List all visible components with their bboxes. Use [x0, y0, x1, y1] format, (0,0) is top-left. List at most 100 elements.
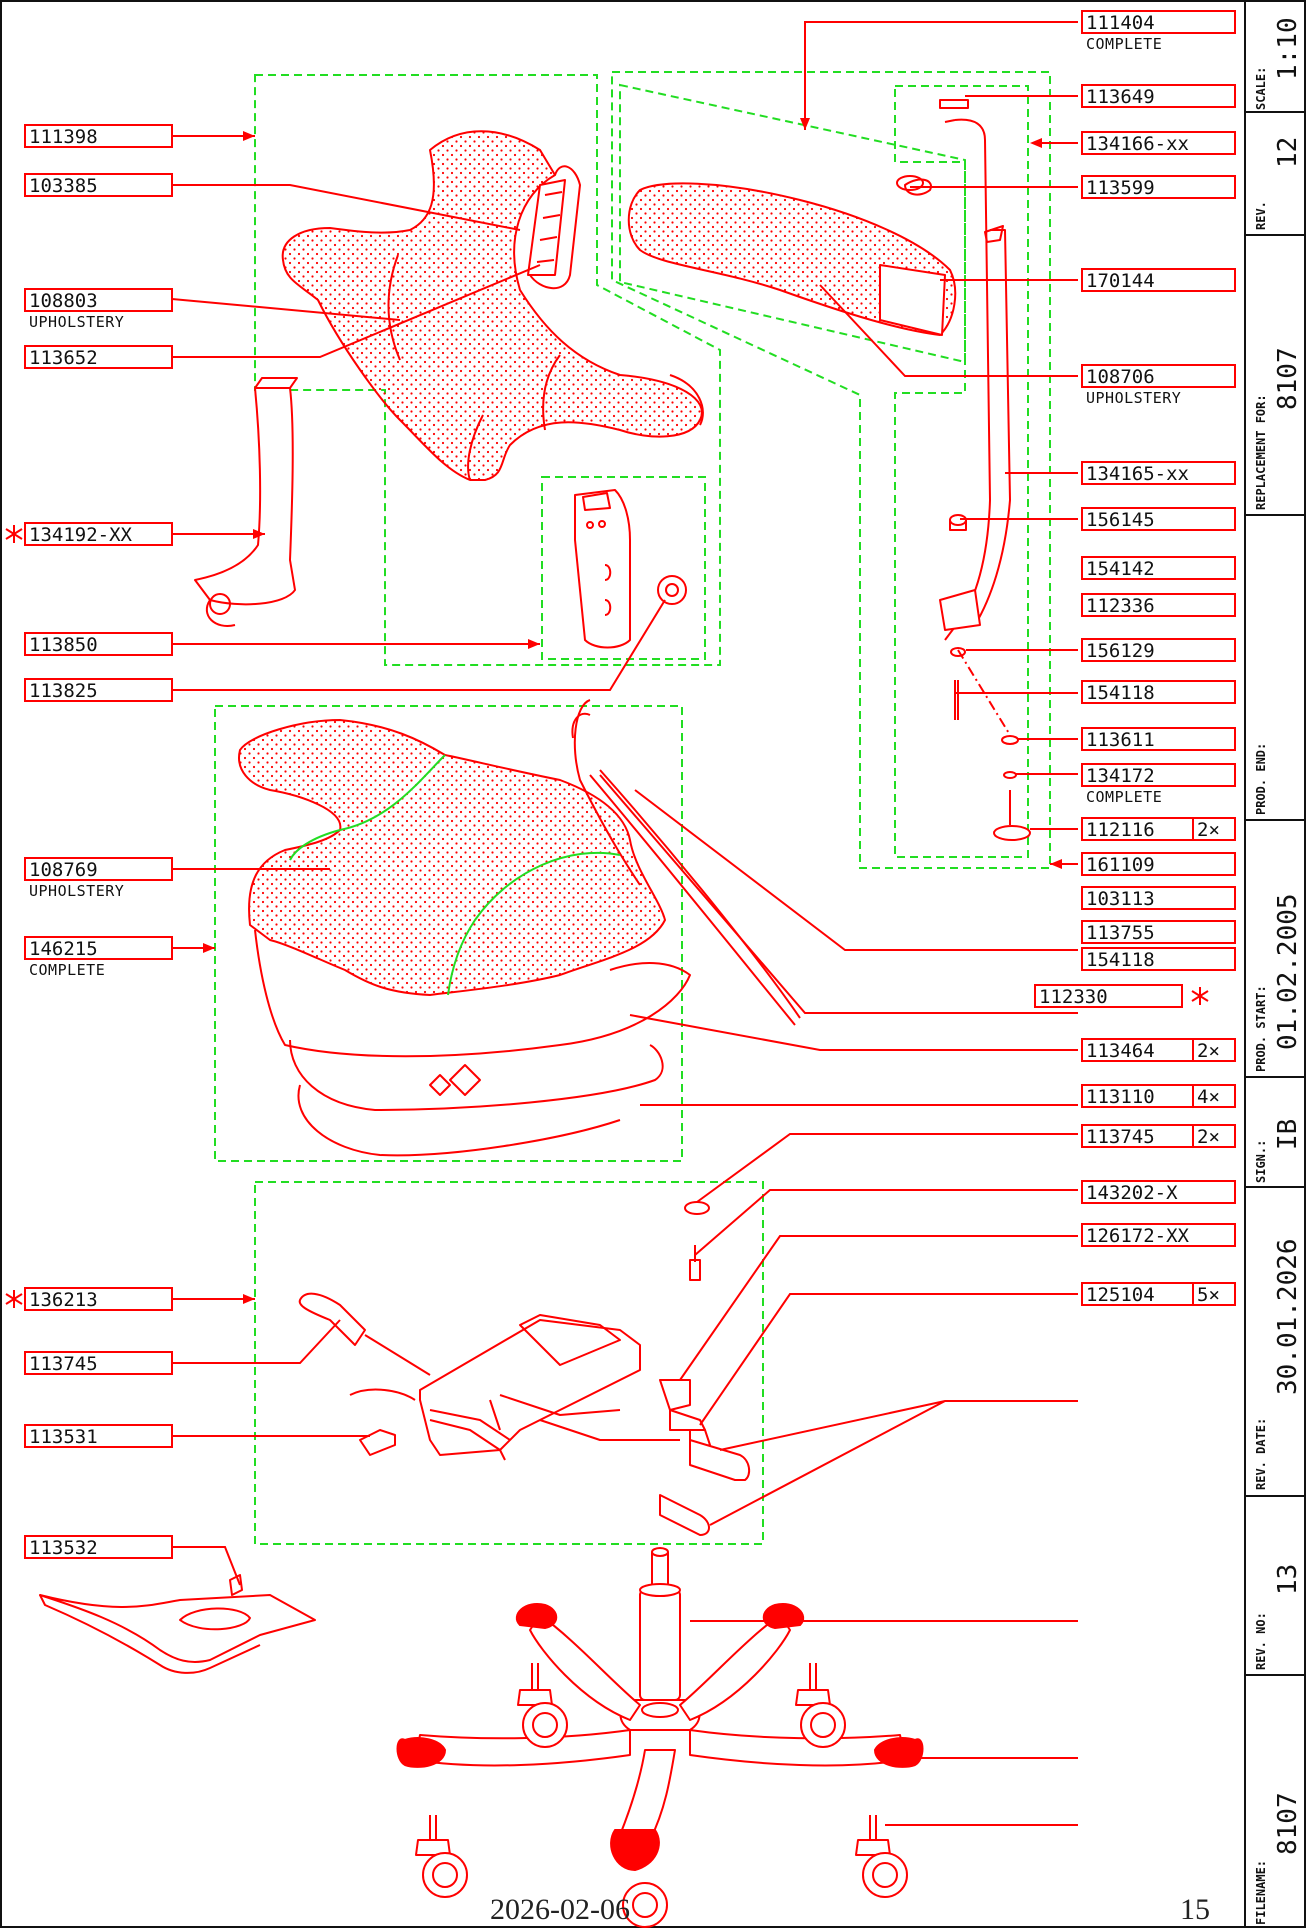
- leader-lines: [171, 21, 1078, 1826]
- group-boxes: [214, 71, 1051, 1545]
- callout-right-170144: 170144: [1081, 268, 1236, 292]
- callout-box: [24, 936, 173, 960]
- backrest-illustration: [281, 130, 704, 481]
- callout-box: [1081, 680, 1236, 704]
- tb-rev-date-label: REV. DATE:: [1254, 1418, 1268, 1490]
- callout-subtitle: COMPLETE: [1086, 35, 1162, 53]
- callout-part-number: 113532: [29, 1537, 98, 1559]
- callout-part-number: 134165-xx: [1086, 463, 1189, 485]
- callout-box: [1081, 364, 1236, 388]
- tb-filename-label: FILENAME:: [1254, 1860, 1268, 1925]
- svg-text:REPLACEMENT FOR:: REPLACEMENT FOR:: [1254, 394, 1268, 510]
- callout-right-154118: 154118: [1081, 680, 1236, 704]
- asterisk-icon: [5, 525, 23, 543]
- callout-box: [1081, 727, 1236, 751]
- callout-quantity: 2×: [1197, 1040, 1220, 1062]
- arm-post-illustration: [939, 99, 1031, 841]
- callout-part-number: 113599: [1086, 177, 1155, 199]
- callout-part-number: 108706: [1086, 366, 1155, 388]
- callout-right-134166-xx: 134166-xx: [1081, 131, 1236, 155]
- callout-part-number: 112330: [1039, 986, 1108, 1008]
- tb-sign-label: SIGN.:: [1254, 1140, 1268, 1183]
- callout-part-number: 134166-xx: [1086, 133, 1189, 155]
- svg-text:8107: 8107: [1273, 347, 1303, 410]
- seat-zip-lines: [289, 754, 621, 996]
- caster-front-right: [795, 1663, 846, 1748]
- callout-part-number: 170144: [1086, 270, 1155, 292]
- callout-box: [24, 522, 173, 546]
- callout-box: [1081, 947, 1236, 971]
- svg-text:SIGN.:: SIGN.:: [1254, 1140, 1268, 1183]
- callout-part-number: 126172-XX: [1086, 1225, 1190, 1247]
- asterisk-icon: [1191, 987, 1209, 1005]
- tb-sign-value: IB: [1273, 1119, 1303, 1150]
- callout-part-number: 113110: [1086, 1086, 1155, 1108]
- callout-subtitle: UPHOLSTERY: [29, 882, 124, 900]
- callout-box: [1081, 556, 1236, 580]
- callout-part-number: 103113: [1086, 888, 1155, 910]
- seat-group-box: [214, 705, 683, 1162]
- callout-subtitle: UPHOLSTERY: [29, 313, 124, 331]
- caster-front-center: [622, 1882, 668, 1928]
- bracket-group-box: [541, 476, 706, 660]
- callout-quantity: 2×: [1197, 1126, 1220, 1148]
- callout-part-number: 112116: [1086, 819, 1155, 841]
- callout-part-number: 113745: [29, 1353, 98, 1375]
- seat-illustration: [238, 699, 801, 1157]
- caster-front-left: [517, 1663, 568, 1748]
- svg-text:8107: 8107: [1273, 1792, 1303, 1855]
- callout-part-number: 103385: [29, 175, 98, 197]
- title-block: SCALE: 1:10 REV. 12 REPLACEMENT FOR: 810…: [1244, 0, 1306, 1928]
- callout-box: [1081, 175, 1236, 199]
- tb-prod-start-value: 01.02.2005: [1273, 893, 1303, 1050]
- callout-labels: 111398103385108803UPHOLSTERY113652134192…: [5, 10, 1236, 1559]
- callout-box: [1081, 852, 1236, 876]
- svg-text:SCALE:: SCALE:: [1254, 67, 1268, 110]
- callout-part-number: 156145: [1086, 509, 1155, 531]
- svg-text:IB: IB: [1273, 1119, 1303, 1150]
- callout-box: [1081, 1084, 1236, 1108]
- callout-right-113755: 113755: [1081, 920, 1236, 944]
- callout-part-number: 154142: [1086, 558, 1155, 580]
- bracket-illustration: [574, 489, 631, 649]
- tb-filename-value: 8107: [1273, 1792, 1303, 1855]
- tb-prod-end-label: PROD. END:: [1254, 743, 1268, 815]
- armrest-pad-group-box: [619, 83, 966, 364]
- base-illustration: [396, 1547, 924, 1928]
- callout-box: [24, 345, 173, 369]
- caster-rear-right: [855, 1815, 908, 1898]
- callout-part-number: 154118: [1086, 949, 1155, 971]
- callout-box: [1081, 268, 1236, 292]
- tb-rev-label: REV.: [1254, 201, 1268, 230]
- callout-part-number: 136213: [29, 1289, 98, 1311]
- callout-part-number: 112336: [1086, 595, 1155, 617]
- callout-right-156145: 156145: [1081, 507, 1236, 531]
- callout-box: [24, 1287, 173, 1311]
- svg-text:13: 13: [1273, 1564, 1303, 1595]
- svg-text:FILENAME:: FILENAME:: [1254, 1860, 1268, 1925]
- callout-right-154142: 154142: [1081, 556, 1236, 580]
- callout-right-113599: 113599: [1081, 175, 1236, 199]
- tb-replacement-value: 8107: [1273, 347, 1303, 410]
- callout-box: [1081, 1124, 1236, 1148]
- callout-part-number: 134172: [1086, 765, 1155, 787]
- callout-box: [1081, 920, 1236, 944]
- callout-part-number: 113850: [29, 634, 98, 656]
- callout-part-number: 113825: [29, 680, 98, 702]
- callout-part-number: 134192-XX: [29, 524, 133, 546]
- callout-right-112336: 112336: [1081, 593, 1236, 617]
- callout-left-113532: 113532: [24, 1535, 173, 1559]
- callout-box: [1081, 1223, 1236, 1247]
- callout-left-113652: 113652: [24, 345, 173, 369]
- callout-box: [1081, 593, 1236, 617]
- callout-left-113531: 113531: [24, 1424, 173, 1448]
- callout-part-number: 125104: [1086, 1284, 1155, 1306]
- callout-box: [24, 632, 173, 656]
- callout-right-103113: 103113: [1081, 886, 1236, 910]
- callout-subtitle: COMPLETE: [29, 961, 105, 979]
